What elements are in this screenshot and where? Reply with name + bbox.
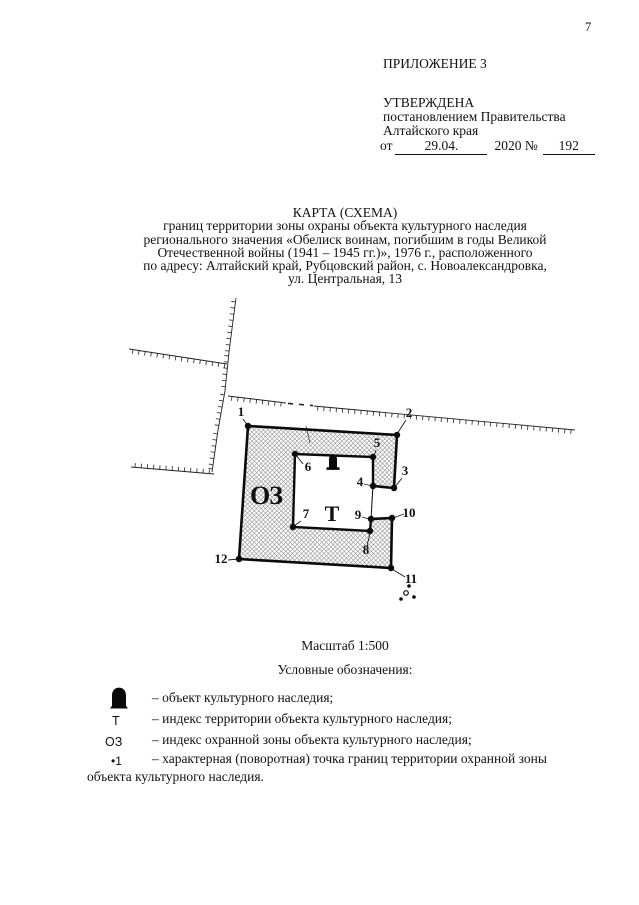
zone-boundary-thin-segment [370,485,374,520]
title-line6: ул. Центральная, 13 [287,271,403,287]
legend-territory-symbol: Т [112,714,120,728]
legend-item2-text: – индекс территории объекта культурного … [152,711,452,726]
obelisk-map-icon [326,454,340,470]
point-label-2: 2 [406,405,413,420]
point-label-10: 10 [403,505,416,520]
legend-item3-text: – индекс охранной зоны объекта культурно… [152,732,472,747]
zone-boundary [237,424,399,570]
point-labels: 1 2 3 4 5 6 7 8 9 10 11 12 [215,404,418,586]
legend-title: Условные обозначения: [277,662,413,677]
point-label-7: 7 [303,506,310,521]
title-line4: Отечественной войны (1941 – 1945 гг.)», … [157,244,533,260]
legend-zone-symbol: ОЗ [105,735,123,749]
date-value: 29.04. [395,139,488,155]
territory-index-label: Т [325,501,340,526]
point-label-4: 4 [357,474,364,489]
boundary-dash-segment [287,402,314,407]
point-label-9: 9 [355,507,362,522]
point-label-12: 12 [215,551,228,566]
legend-item4-text-line1: – характерная (поворотная) точка границ … [152,751,547,766]
appendix-label: ПРИЛОЖЕНИЕ 3 [383,56,487,71]
legend-item1-text: – объект культурного наследия; [152,690,334,705]
approved-label: УТВЕРЖДЕНА [383,95,475,110]
zone-index-label: ОЗ [250,481,283,510]
legend-turning-point-symbol: •1 [111,754,122,768]
legend-item4-text-line2: объекта культурного наследия. [87,769,264,784]
extra-point-dots [399,584,416,601]
year-and-number-sign: 2020 № [494,138,538,153]
title-block: КАРТА (СХЕМА) границ территории зоны охр… [48,206,639,286]
point-label-3: 3 [402,463,409,478]
title-line2: границ территории зоны охраны объекта ку… [163,218,527,234]
point-label-5: 5 [374,435,381,450]
territory-area [293,454,373,531]
point-label-11: 11 [405,571,417,586]
title-line3: регионального значения «Обелиск воинам, … [143,231,547,247]
date-prefix: от [380,138,393,153]
title-line1: КАРТА (СХЕМА) [292,205,398,220]
doc-number: 192 [542,139,595,155]
point-label-1: 1 [238,404,245,419]
turning-point-dots [235,422,401,572]
point-label-8: 8 [363,542,370,557]
scale-label: Масштаб 1:500 [301,638,389,653]
page-number: 7 [585,20,592,34]
approved-by-line2: Алтайского края [383,123,479,138]
protection-zone-area [239,426,397,568]
obelisk-legend-icon [110,687,128,709]
point-label-6: 6 [305,459,312,474]
approved-by-line1: постановлением Правительства [383,109,566,124]
fence-lines [128,297,576,475]
title-line5: по адресу: Алтайский край, Рубцовский ра… [143,258,547,274]
